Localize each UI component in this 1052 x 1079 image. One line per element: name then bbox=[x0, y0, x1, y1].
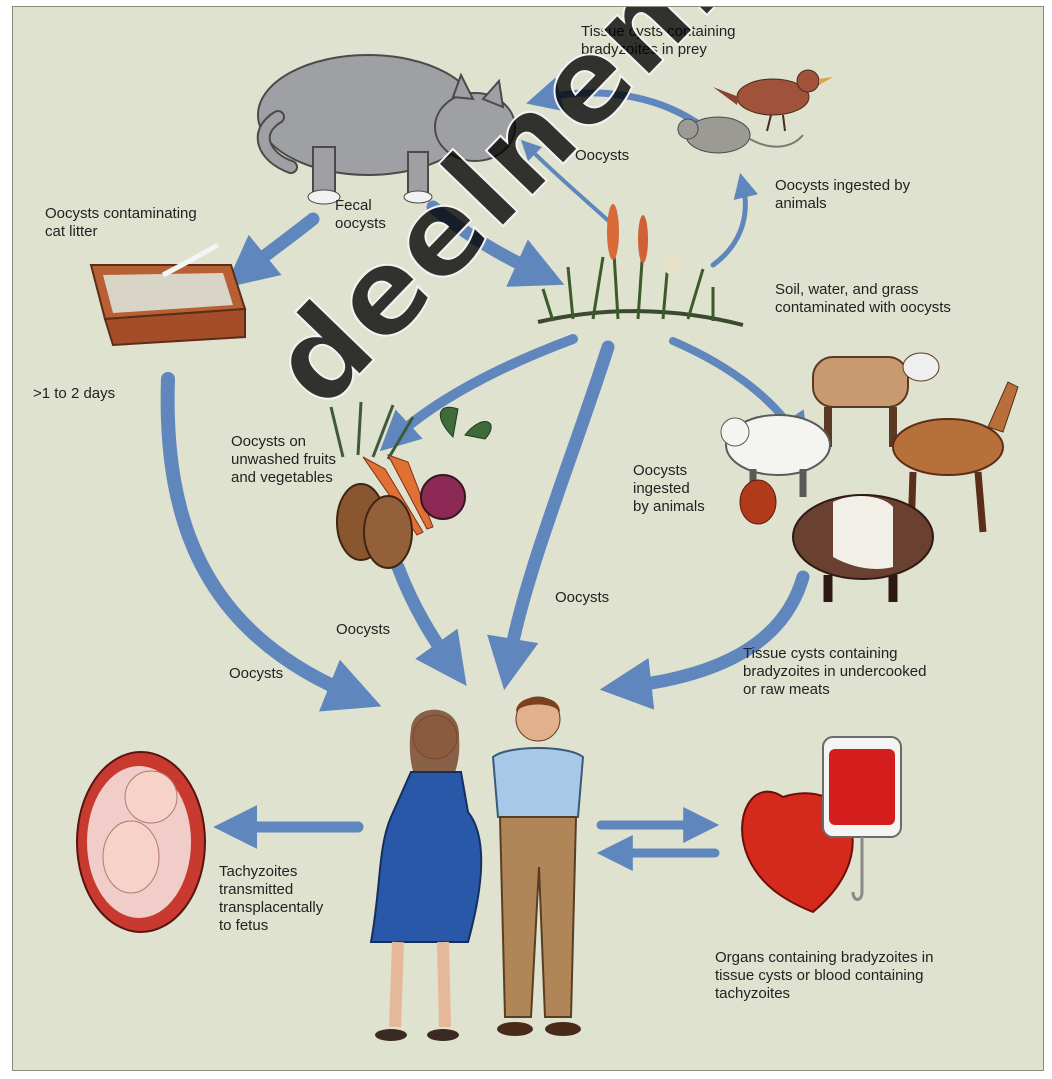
label-oocysts-top: Oocysts bbox=[575, 147, 629, 165]
pregnant-woman-icon bbox=[371, 710, 481, 1041]
lifecycle-illustration bbox=[13, 7, 1044, 1071]
label-tissue-cysts-meat: Tissue cysts containing bradyzoites in u… bbox=[743, 645, 926, 699]
cat-icon bbox=[258, 55, 515, 204]
arrow-veg-to-human bbox=[398, 567, 453, 667]
label-oocysts-left: Oocysts bbox=[229, 665, 283, 683]
label-oocysts-mid: Oocysts bbox=[555, 589, 609, 607]
arrow-soil-to-human bbox=[508, 347, 608, 667]
label-oocysts-ingested-animals-top: Oocysts ingested by animals bbox=[775, 177, 910, 213]
label-organs-blood: Organs containing bradyzoites in tissue … bbox=[715, 949, 933, 1003]
litter-box-icon bbox=[91, 245, 245, 345]
label-oocysts-ingested-animals-mid: Oocysts ingested by animals bbox=[633, 462, 705, 516]
label-oocysts-fruits-veg: Oocysts on unwashed fruits and vegetable… bbox=[231, 433, 336, 487]
label-soil-water-grass: Soil, water, and grass contaminated with… bbox=[775, 281, 951, 317]
label-fecal-oocysts: Fecal oocysts bbox=[335, 197, 386, 233]
label-oocysts-cat-litter: Oocysts contaminating cat litter bbox=[45, 205, 197, 241]
arrow-cat-to-litter bbox=[243, 219, 313, 273]
diagram-frame: Tissue cysts containing bradyzoites in p… bbox=[12, 6, 1044, 1071]
arrow-cat-to-soil bbox=[433, 207, 543, 275]
label-one-to-two-days: >1 to 2 days bbox=[33, 385, 115, 403]
arrow-litter-to-human bbox=[168, 379, 358, 697]
arrow-prey-to-cat bbox=[543, 93, 703, 127]
arrow-soil-to-prey bbox=[713, 185, 745, 265]
man-icon bbox=[493, 697, 583, 1036]
livestock-icon bbox=[721, 353, 1018, 602]
label-tissue-cysts-prey: Tissue cysts containing bradyzoites in p… bbox=[581, 23, 736, 59]
label-oocysts-left-center: Oocysts bbox=[336, 621, 390, 639]
fetus-icon bbox=[77, 752, 205, 932]
label-tachyzoites-fetus: Tachyzoites transmitted transplacentally… bbox=[219, 863, 323, 935]
